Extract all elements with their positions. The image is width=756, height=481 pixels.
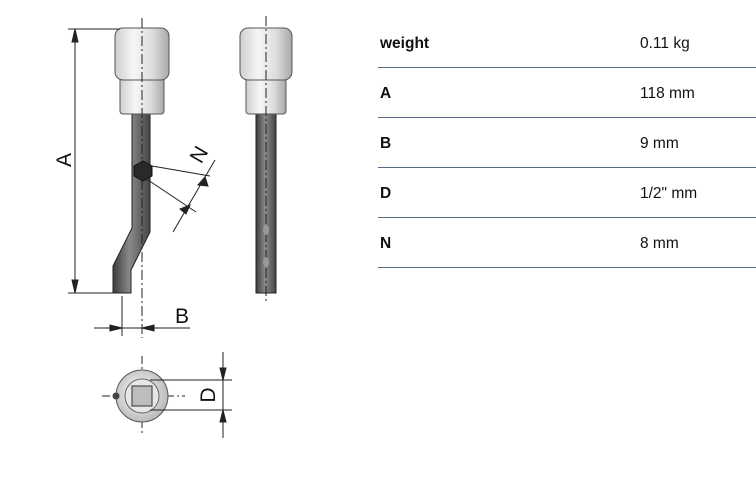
spec-value: 8 mm xyxy=(640,235,679,252)
dim-label-d: D xyxy=(197,387,220,402)
dimension-d xyxy=(150,352,232,438)
tool-drawing: A N B D xyxy=(53,16,293,438)
spec-row-weight: weight 0.11 kg xyxy=(378,18,756,68)
shaft-highlight xyxy=(263,225,269,235)
detent-ball xyxy=(112,392,120,400)
spec-row-a: A 118 mm xyxy=(378,68,756,118)
spec-row-d: D 1/2" mm xyxy=(378,168,756,218)
spec-value: 9 mm xyxy=(640,135,679,152)
side-view xyxy=(239,16,293,304)
shaft-highlight xyxy=(263,257,269,267)
dim-label-b: B xyxy=(175,305,189,328)
dimension-a xyxy=(68,28,122,294)
spec-key: N xyxy=(380,235,392,252)
front-view xyxy=(112,18,170,338)
spec-key: weight xyxy=(380,35,430,52)
spec-value: 1/2" mm xyxy=(640,185,698,202)
top-view xyxy=(102,356,185,434)
spec-value: 0.11 kg xyxy=(640,35,690,52)
dim-label-n: N xyxy=(186,142,214,167)
spec-key: B xyxy=(380,135,392,152)
spec-value: 118 mm xyxy=(640,85,695,102)
hex-nut-icon xyxy=(133,160,153,182)
spec-row-n: N 8 mm xyxy=(378,218,756,268)
spec-table: weight 0.11 kg A 118 mm B 9 mm D 1/2" mm… xyxy=(378,18,756,268)
square-drive-icon xyxy=(131,385,153,407)
spec-row-b: B 9 mm xyxy=(378,118,756,168)
dimension-b xyxy=(94,296,190,336)
bent-shaft xyxy=(112,111,151,294)
spec-key: D xyxy=(380,185,392,202)
dim-label-a: A xyxy=(53,153,76,167)
spec-key: A xyxy=(380,85,392,102)
dimension-n xyxy=(147,159,216,233)
